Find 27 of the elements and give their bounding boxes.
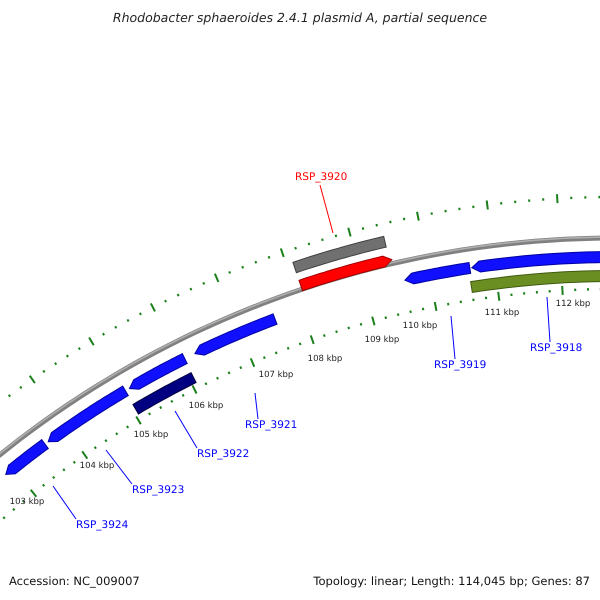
gene-label: RSP_3920 bbox=[295, 171, 348, 184]
gene-label: RSP_3923 bbox=[132, 484, 184, 497]
gene-label: RSP_3921 bbox=[245, 419, 298, 432]
scale-label: 107 kbp bbox=[258, 370, 294, 380]
leader-line bbox=[546, 296, 550, 342]
leader-line bbox=[254, 392, 258, 420]
diagram-title: Rhodobacter sphaeroides 2.4.1 plasmid A, partial sequence bbox=[112, 10, 488, 25]
gene-label: RSP_3922 bbox=[197, 448, 250, 461]
scale-label: 109 kbp bbox=[364, 335, 400, 346]
gene-label: RSP_3924 bbox=[76, 519, 128, 532]
scale-label: 111 kbp bbox=[484, 308, 520, 318]
scale-label: 103 kbp bbox=[10, 497, 44, 508]
scale-label: 110 kbp bbox=[402, 321, 438, 332]
scale-label: 106 kbp bbox=[188, 401, 224, 412]
leader-line bbox=[450, 316, 456, 360]
leader-line bbox=[174, 410, 198, 448]
gene-label: RSP_3919 bbox=[434, 359, 486, 372]
leader-line bbox=[106, 450, 132, 484]
gene-label: RSP_3918 bbox=[530, 342, 582, 355]
scale-label: 108 kbp bbox=[308, 354, 342, 364]
scale-label: 104 kbp bbox=[80, 461, 114, 472]
leader-line bbox=[320, 184, 334, 234]
scale-label: 112 kbp bbox=[556, 299, 590, 310]
summary-text: Topology: linear; Length: 114,045 bp; Genes: 87 bbox=[313, 575, 590, 589]
leader-line bbox=[52, 486, 76, 520]
scale-label: 105 kbp bbox=[134, 430, 168, 440]
accession-text: Accession: NC_009007 bbox=[9, 575, 140, 589]
